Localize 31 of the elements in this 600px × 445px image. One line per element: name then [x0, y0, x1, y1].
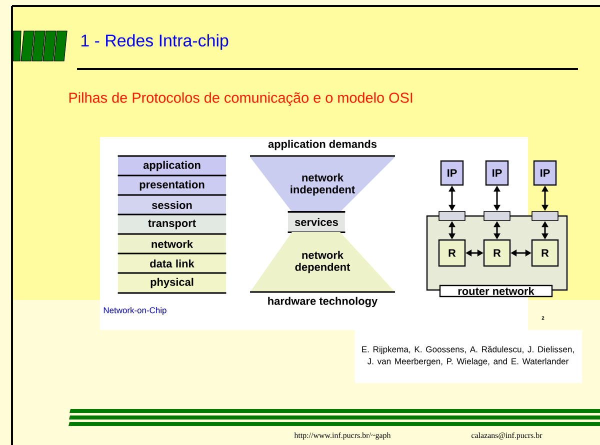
- arrow: [494, 186, 500, 211]
- arrow: [448, 221, 456, 240]
- router-box: R: [531, 239, 559, 267]
- interface-box: [484, 211, 510, 221]
- interface-box: [438, 211, 466, 221]
- funnel-section: network independent: [250, 157, 395, 212]
- layer-box: network: [118, 233, 226, 254]
- ip-box: IP: [533, 160, 557, 186]
- author-list: E. Rijpkema, K. Goossens, A. Rădulescu, J. Dielissen, J. van Meerbergen, P. Wielage, and E. Waterlander: [362, 346, 574, 366]
- funnel-section: network dependent: [250, 232, 395, 292]
- arrow: [542, 221, 548, 240]
- layer-box: data link: [118, 252, 226, 274]
- layer-box: application: [118, 155, 226, 176]
- layer-box: physical: [118, 272, 226, 294]
- source-note: Network-on-Chip: [104, 307, 166, 315]
- ip-box: IP: [485, 160, 509, 186]
- arrow: [466, 250, 484, 256]
- ip-box: IP: [440, 160, 464, 186]
- subtitle: Pilhas de Protocolos de comunicação e o modelo OSI: [69, 92, 412, 106]
- arrow: [448, 186, 456, 211]
- arrow: [510, 250, 532, 256]
- slide-title: 1 - Redes Intra-chip: [82, 34, 228, 50]
- services-box: services: [288, 211, 346, 233]
- layer-box: transport: [118, 214, 226, 234]
- router-box: R: [438, 239, 466, 267]
- router-box: R: [483, 239, 511, 267]
- interface-box: [532, 211, 558, 221]
- layer-box: presentation: [118, 174, 226, 196]
- arrow: [494, 221, 500, 240]
- arrow: [542, 186, 548, 211]
- layer-box: session: [118, 194, 226, 215]
